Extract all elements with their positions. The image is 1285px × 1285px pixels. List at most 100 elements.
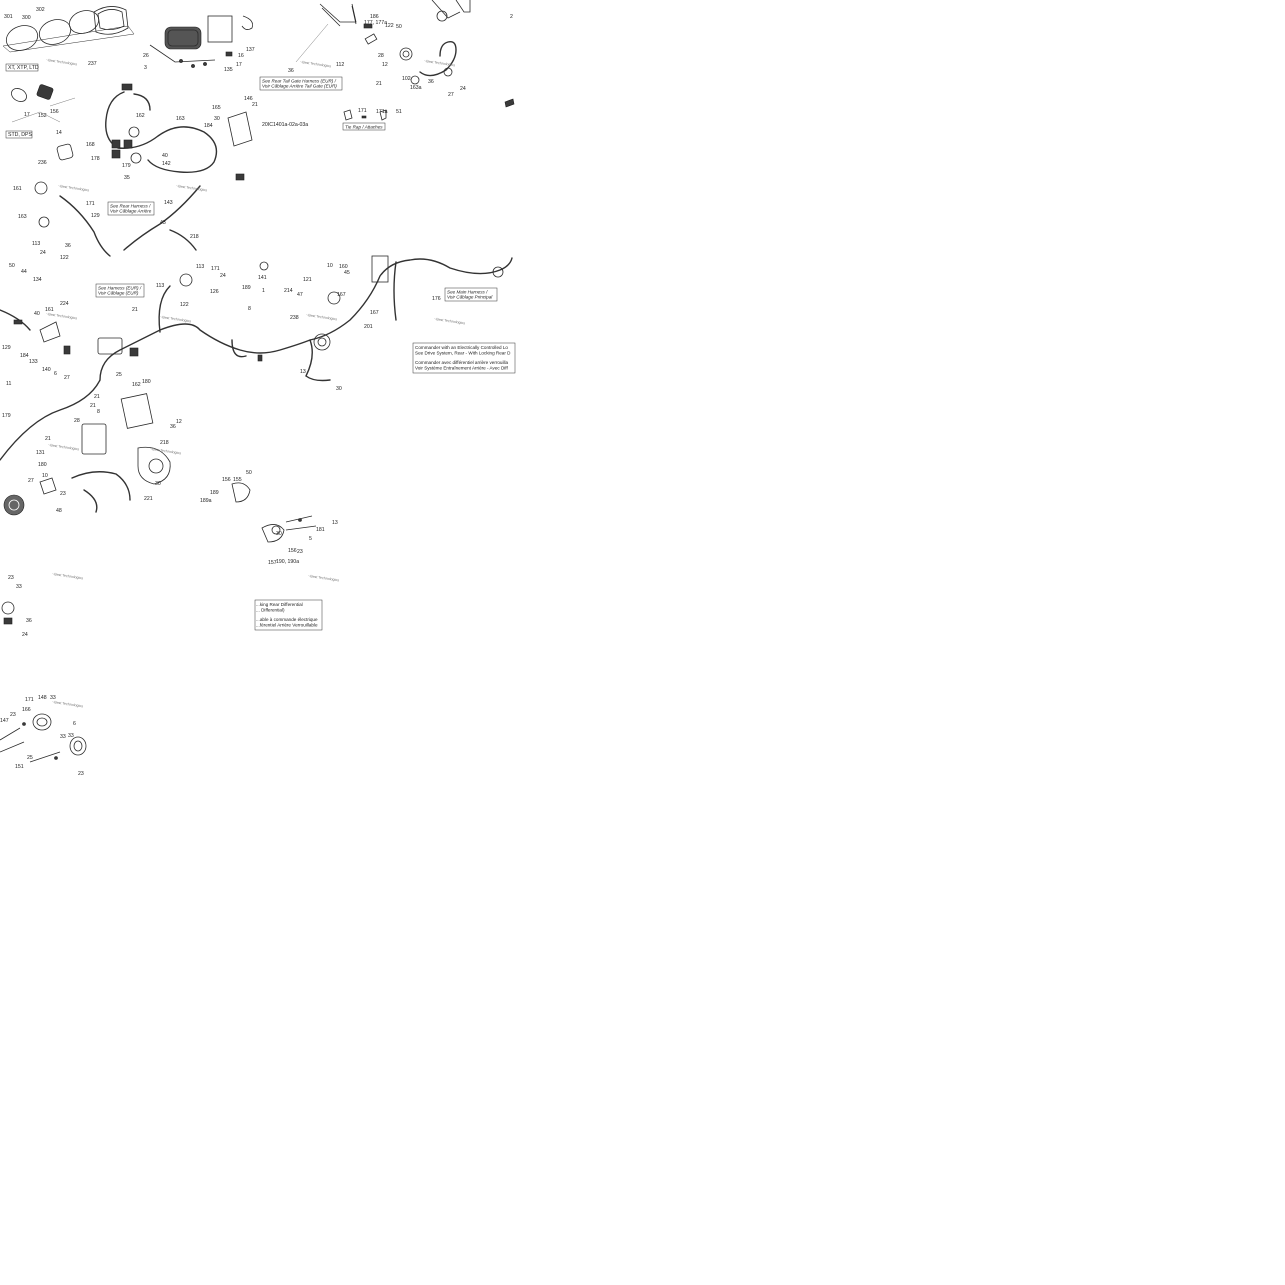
- callout-number: 1: [262, 288, 265, 294]
- callout-number: 129: [91, 213, 100, 219]
- callout-number: 178: [91, 156, 100, 162]
- callout-number: 50: [396, 24, 402, 30]
- callout-number: 21: [45, 436, 51, 442]
- callout-number: 137: [246, 47, 255, 53]
- actuator-icon: [97, 337, 123, 355]
- callout-number: 23: [78, 771, 84, 777]
- callout-number: 224: [60, 301, 69, 307]
- callout-number: 12: [176, 419, 182, 425]
- callout-number: 157: [268, 560, 277, 566]
- callout-number: 8: [97, 409, 100, 415]
- winch-group: [149, 15, 253, 68]
- callout-number: 33: [60, 734, 66, 740]
- callout-number: 126: [210, 289, 219, 295]
- callout-number: 36: [428, 79, 434, 85]
- callout-number: 161: [45, 307, 54, 313]
- harness-icon: [105, 91, 218, 173]
- note-std-dps: STD, DPS: [8, 132, 32, 138]
- callout-number: 27: [64, 375, 70, 381]
- callout-number: 8: [248, 306, 251, 312]
- callout-number: 21: [376, 81, 382, 87]
- callout-number: 221: [144, 496, 153, 502]
- callout-number: 156: [50, 109, 59, 115]
- callout-number: 171: [25, 697, 34, 703]
- callout-number: 36: [26, 618, 32, 624]
- callout-number: 161: [13, 186, 22, 192]
- callout-number: 155: [233, 477, 242, 483]
- callout-number: 163: [176, 116, 185, 122]
- callout-number: 171: [358, 108, 367, 114]
- callout-number: 146: [244, 96, 253, 102]
- callout-number: 24: [40, 250, 46, 256]
- callout-number: 33: [16, 584, 22, 590]
- gauge-bezel-icon: [5, 25, 39, 51]
- watermark: ~Best Technologies: [424, 59, 456, 67]
- display-screen-icon: [36, 84, 54, 100]
- callout-number: 121: [303, 277, 312, 283]
- note-main-harness-1: See Main Harness /: [447, 290, 488, 295]
- callout-number: 17: [236, 62, 242, 68]
- callout-number: 214: [284, 288, 293, 294]
- watermark: ~Best Technologies: [58, 184, 90, 192]
- callout-number: 218: [190, 234, 199, 240]
- callout-number: 162: [136, 113, 145, 119]
- callout-number: 6: [73, 721, 76, 727]
- std-gauge-icon: [56, 143, 74, 161]
- callout-number: 48: [56, 508, 62, 514]
- note-locking-diff-4: ...férentiel Arrière Verrouillable: [256, 623, 318, 628]
- watermark: ~Best Technologies: [46, 58, 78, 66]
- note-harness-eur-2: Voir Câblage (EUR): [98, 291, 139, 296]
- callout-number: 21: [132, 307, 138, 313]
- callout-number: 163a: [410, 85, 422, 91]
- callout-number: 302: [36, 7, 45, 13]
- callout-number: 160: [339, 264, 348, 270]
- callout-number: 17: [24, 112, 30, 118]
- grommet-icon: [399, 47, 413, 61]
- note-locking-diff-2: ... Differential): [256, 608, 285, 613]
- callout-number: 27: [28, 478, 34, 484]
- callout-number: 21: [90, 403, 96, 409]
- winch-icon: [164, 26, 202, 50]
- callout-number: 45: [344, 270, 350, 276]
- callout-number: 171: [86, 201, 95, 207]
- callout-number: 23: [10, 712, 16, 718]
- note-locking-diff-3: ...able à commande électrique: [256, 617, 318, 622]
- note-tail-gate-2: Voir Câblage Arrière Tail Gate (EUR): [262, 84, 337, 89]
- callout-number: 179: [122, 163, 131, 169]
- callout-number: 113: [196, 264, 204, 270]
- callout-number: 189a: [200, 498, 212, 504]
- callout-number: 184: [204, 123, 213, 129]
- callout-number: 184: [20, 353, 29, 359]
- watermarks: ~Best Technologies ~Best Technologies ~B…: [46, 58, 466, 708]
- callout-number: 13: [300, 369, 306, 375]
- note-rear-harness-2: Voir Câblage Arrière: [110, 209, 152, 214]
- callout-number: 167: [337, 292, 346, 298]
- lower-parts-group: ...king Rear Differential ... Differenti…: [0, 515, 323, 763]
- connector-icon: [34, 181, 48, 195]
- callout-number: 181: [316, 527, 325, 533]
- note-commander-2: See Drive System, Rear - With Locking Re…: [415, 351, 511, 356]
- callout-number: 131: [36, 450, 45, 456]
- callout-number: 40: [34, 311, 40, 317]
- note-tail-gate-1: See Rear Tail Gate Harness (EUR) /: [262, 79, 337, 84]
- callout-number: 143: [164, 200, 173, 206]
- callout-number: 141: [258, 275, 267, 281]
- note-commander-1: Commander with an Electrically Controlle…: [415, 345, 508, 350]
- callout-number: 180: [38, 462, 47, 468]
- callout-number: 122: [385, 23, 394, 29]
- callout-number: 26: [143, 53, 149, 59]
- callout-number: 11: [6, 381, 11, 387]
- callout-number: 166: [22, 707, 31, 713]
- callout-number: 190, 190a: [276, 559, 299, 565]
- callout-number: 36: [65, 243, 71, 249]
- callout-number: 23: [8, 575, 14, 581]
- watermark: ~Best Technologies: [306, 313, 338, 321]
- callout-number: 102: [402, 76, 411, 82]
- callout-number: 122: [60, 255, 69, 261]
- callout-number: 151: [15, 764, 24, 770]
- callout-number: 156: [222, 477, 231, 483]
- callout-number: 180: [142, 379, 151, 385]
- callout-number: 30: [155, 481, 161, 487]
- callout-number: 23: [60, 491, 66, 497]
